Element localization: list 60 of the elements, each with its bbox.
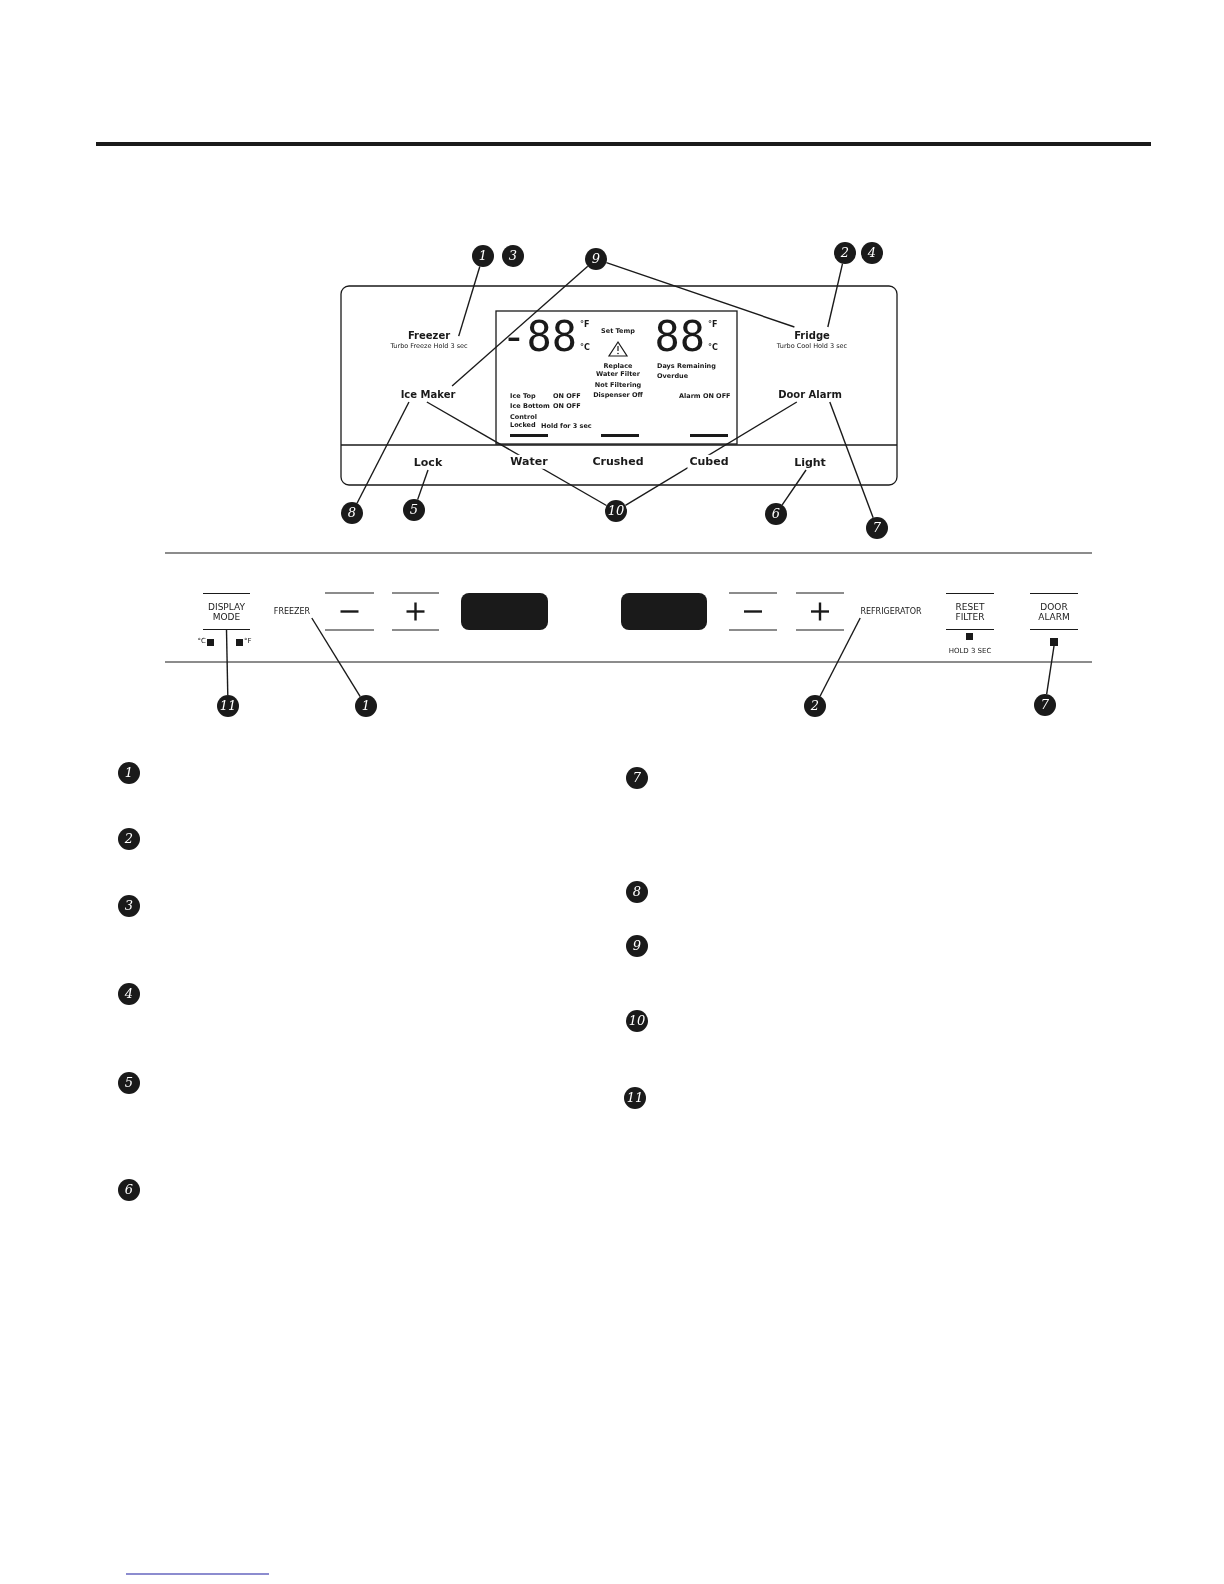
leader-line xyxy=(416,469,429,501)
leader-line xyxy=(827,263,844,328)
callout-number: 11 xyxy=(217,695,239,717)
callout-number: 7 xyxy=(626,767,648,789)
unit-label: °F xyxy=(708,319,718,331)
callout-number: 8 xyxy=(341,502,363,524)
callout-number: 1 xyxy=(355,695,377,717)
leader-line xyxy=(1045,645,1055,695)
callout-number: 3 xyxy=(502,245,524,267)
button-label: Ice Maker xyxy=(400,386,456,402)
button-label: Fridge xyxy=(794,329,830,343)
button-label: Crushed xyxy=(592,454,644,470)
callout-number: 3 xyxy=(118,895,140,917)
button-label: FREEZER xyxy=(270,604,314,618)
leader-line xyxy=(451,265,589,387)
leader-line xyxy=(819,617,861,697)
unit-label: °C xyxy=(708,342,718,354)
callout-number: 7 xyxy=(1034,694,1056,716)
callout-number: 5 xyxy=(118,1072,140,1094)
callout-number: 10 xyxy=(605,500,627,522)
callout-number: 11 xyxy=(624,1087,646,1109)
reset-filter-button: RESET FILTER xyxy=(946,593,994,630)
callout-number: 5 xyxy=(403,499,425,521)
callout-number: 6 xyxy=(118,1179,140,1201)
segment-digits: 88 xyxy=(654,316,705,358)
button-label: Door Alarm xyxy=(780,386,840,402)
callout-number: 4 xyxy=(861,242,883,264)
button-label: Cubed xyxy=(687,454,731,470)
segment-digits: -88 xyxy=(501,316,577,358)
leader-line xyxy=(225,629,229,696)
button-label: REFRIGERATOR xyxy=(856,604,926,618)
callout-number: 4 xyxy=(118,983,140,1005)
callout-number: 1 xyxy=(118,762,140,784)
button-label: Water xyxy=(508,454,550,470)
callout-number: 8 xyxy=(626,881,648,903)
callout-number: 7 xyxy=(866,517,888,539)
callout-number: 10 xyxy=(626,1010,648,1032)
leader-line xyxy=(311,617,361,698)
callout-number: 2 xyxy=(804,695,826,717)
callout-number: 1 xyxy=(472,245,494,267)
leader-line xyxy=(458,265,481,337)
leader-line xyxy=(781,469,807,506)
callout-number: 6 xyxy=(765,503,787,525)
display-mode-button: DISPLAY MODE xyxy=(203,593,250,630)
callout-number: 2 xyxy=(118,828,140,850)
button-label: Freezer xyxy=(407,329,451,343)
button-label: Lock xyxy=(412,454,444,470)
button-label: Light xyxy=(792,454,828,470)
leader-line xyxy=(605,261,796,328)
callout-number: 9 xyxy=(585,248,607,270)
display-window xyxy=(461,593,548,630)
leader-line xyxy=(829,401,874,519)
leader-line xyxy=(356,401,410,504)
callout-number: 9 xyxy=(626,935,648,957)
callout-number: 2 xyxy=(834,242,856,264)
indicator-light xyxy=(1050,638,1058,646)
door-alarm-button: DOOR ALARM xyxy=(1030,593,1078,630)
unit-label: °F xyxy=(580,319,590,331)
unit-label: °C xyxy=(580,342,590,354)
display-window xyxy=(621,593,707,630)
